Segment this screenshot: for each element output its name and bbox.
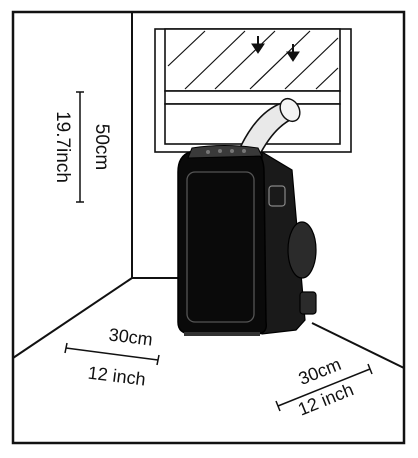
left-clearance-metric-label: 30cm bbox=[108, 324, 154, 349]
room-walls bbox=[12, 12, 405, 369]
height-dimension bbox=[76, 91, 84, 203]
left-clearance-imperial-label: 12 inch bbox=[87, 363, 147, 390]
height-imperial-label: 19.7inch bbox=[52, 111, 73, 183]
airflow-arrow-icon bbox=[286, 44, 300, 62]
right-clearance-dimension bbox=[275, 363, 373, 412]
height-metric-label: 50cm bbox=[91, 124, 112, 170]
diagram-border bbox=[11, 10, 406, 445]
left-clearance-dimension bbox=[64, 342, 160, 366]
air-conditioner-unit bbox=[177, 145, 317, 336]
airflow-arrow-icon bbox=[251, 36, 265, 54]
window bbox=[154, 28, 352, 153]
control-panel-buttons bbox=[206, 149, 246, 154]
